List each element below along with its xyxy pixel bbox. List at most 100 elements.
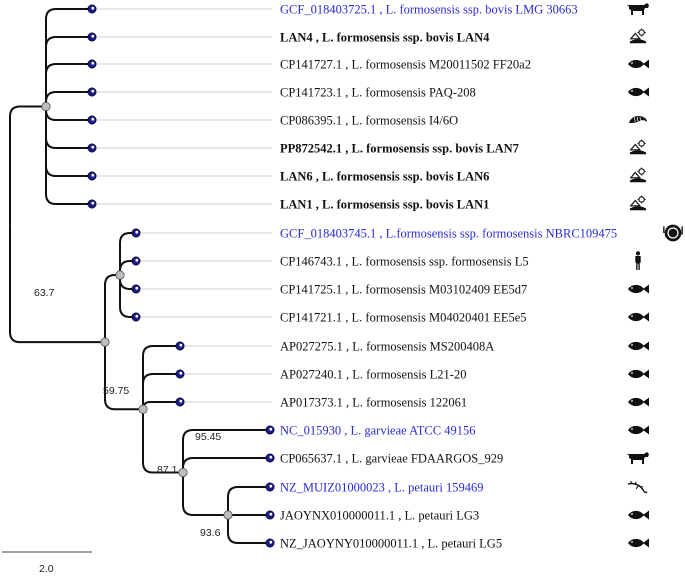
leaf-labels: GCF_018403725.1 , L. formosensis ssp. bo…	[280, 3, 617, 551]
cow-icon	[627, 451, 650, 465]
leaf-node-highlight	[179, 399, 183, 403]
leaf-guide-lines	[97, 8, 275, 544]
tree-branches	[9, 8, 270, 544]
fish-icon	[628, 538, 649, 548]
leaf-label: NZ_JAOYNY010000011.1 , L. petauri LG5	[280, 537, 502, 551]
leaf-node-highlight	[179, 343, 183, 347]
support-value: 63.7	[34, 287, 55, 299]
leaf-label: CP141725.1 , L. formosensis M03102409 EE…	[280, 283, 527, 297]
leaf-node-highlight	[135, 314, 139, 318]
source-icons	[627, 2, 683, 548]
leaf-node-highlight	[135, 258, 139, 262]
tree-branch	[45, 36, 92, 107]
lizard-icon	[627, 480, 648, 494]
support-value: 87.1	[157, 464, 178, 476]
food-icon	[663, 224, 683, 242]
scale-bar: 2.0	[2, 551, 92, 575]
tree-branch	[104, 342, 143, 411]
leaf-label: CP065637.1 , L. garvieae FDAARGOS_929	[280, 452, 503, 466]
support-value: 95.45	[195, 431, 221, 443]
fish-icon	[628, 510, 649, 520]
leaf-label: CP086395.1 , L. formosensis I4/6O	[280, 114, 458, 128]
internal-node	[41, 101, 51, 112]
leaf-label: LAN1 , L. formosensis ssp. bovis LAN1	[280, 198, 489, 212]
leaf-node-highlight	[91, 173, 95, 177]
tree-branch	[227, 515, 270, 544]
leaf-label: NC_015930 , L. garvieae ATCC 49156	[280, 424, 475, 438]
fish-icon	[628, 284, 649, 294]
leaf-node-highlight	[91, 34, 95, 38]
internal-node	[115, 270, 125, 280]
support-value: 93.6	[200, 527, 221, 539]
leaf-label: AP017373.1 , L. formosensis 122061	[280, 396, 467, 410]
support-value: 59.75	[103, 385, 129, 397]
leaf-label: CP141723.1 , L. formosensis PAQ-208	[280, 86, 476, 100]
scale-bar-label: 2.0	[39, 563, 54, 575]
farm-icon	[629, 167, 647, 183]
leaf-label: GCF_018403725.1 , L. formosensis ssp. bo…	[280, 3, 578, 17]
leaf-node-highlight	[269, 484, 273, 488]
fish-icon	[628, 397, 649, 407]
support-values: 63.7 59.75 95.45 87.1 93.6	[34, 287, 221, 539]
fish-icon	[628, 369, 649, 379]
leaf-node-highlight	[91, 61, 95, 65]
leaf-node-highlight	[91, 201, 95, 205]
tree-branch	[182, 429, 270, 473]
leaf-node-highlight	[269, 455, 273, 459]
internal-node	[178, 467, 188, 478]
tree-branch	[45, 106, 92, 149]
tree-branch	[119, 232, 136, 275]
farm-icon	[629, 28, 647, 44]
leaf-label: LAN6 , L. formosensis ssp. bovis LAN6	[280, 170, 489, 184]
leaf-node-highlight	[91, 89, 95, 93]
farm-icon	[629, 139, 647, 155]
tree-branch	[45, 63, 92, 107]
leaf-label: NZ_MUIZ01000023 , L. petauri 159469	[280, 481, 483, 495]
tree-branch	[9, 105, 46, 225]
shrimp-icon	[628, 115, 648, 124]
tree-branch	[45, 106, 92, 205]
tree-branch	[45, 8, 92, 107]
tree-branch	[9, 224, 105, 344]
internal-node	[223, 510, 233, 520]
leaf-node-highlight	[135, 286, 139, 290]
leaf-node-highlight	[91, 6, 95, 10]
tree-branch	[45, 106, 92, 121]
tree-branch	[227, 486, 270, 515]
fish-icon	[628, 312, 649, 322]
tree-branch	[142, 373, 180, 410]
leaf-label: AP027275.1 , L. formosensis MS200408A	[280, 340, 494, 354]
tree-branch	[142, 409, 183, 474]
tree-nodes	[41, 4, 275, 548]
tree-branch	[119, 275, 136, 318]
fish-icon	[628, 59, 649, 69]
leaf-label: JAOYNX010000011.1 , L. petauri LG3	[280, 509, 479, 523]
cow-icon	[627, 2, 650, 16]
fish-icon	[628, 87, 649, 97]
leaf-node-highlight	[269, 512, 273, 516]
leaf-node-highlight	[91, 145, 95, 149]
tree-branch	[142, 401, 180, 410]
fish-icon	[628, 425, 649, 435]
leaf-node-highlight	[135, 230, 139, 234]
fish-icon	[628, 341, 649, 351]
leaf-node-highlight	[269, 427, 273, 431]
tree-branch	[45, 106, 92, 177]
leaf-node-highlight	[91, 117, 95, 121]
tree-branch	[45, 91, 92, 107]
tree-branch	[182, 457, 270, 473]
leaf-label: CP146743.1 , L. formosensis ssp. formose…	[280, 255, 529, 269]
leaf-node-highlight	[179, 371, 183, 375]
leaf-node-highlight	[269, 540, 273, 544]
leaf-label: GCF_018403745.1 , L.formosensis ssp. for…	[280, 227, 617, 241]
leaf-label: PP872542.1 , L. formosensis ssp. bovis L…	[280, 142, 519, 156]
leaf-label: AP027240.1 , L. formosensis L21-20	[280, 368, 466, 382]
internal-node	[100, 337, 110, 347]
human-icon	[635, 251, 641, 270]
tree-branch	[104, 274, 120, 343]
internal-node	[138, 404, 148, 414]
tree-branch	[182, 472, 228, 516]
tree-branch	[142, 345, 180, 410]
leaf-label: CP141721.1 , L. formosensis M04020401 EE…	[280, 311, 527, 325]
